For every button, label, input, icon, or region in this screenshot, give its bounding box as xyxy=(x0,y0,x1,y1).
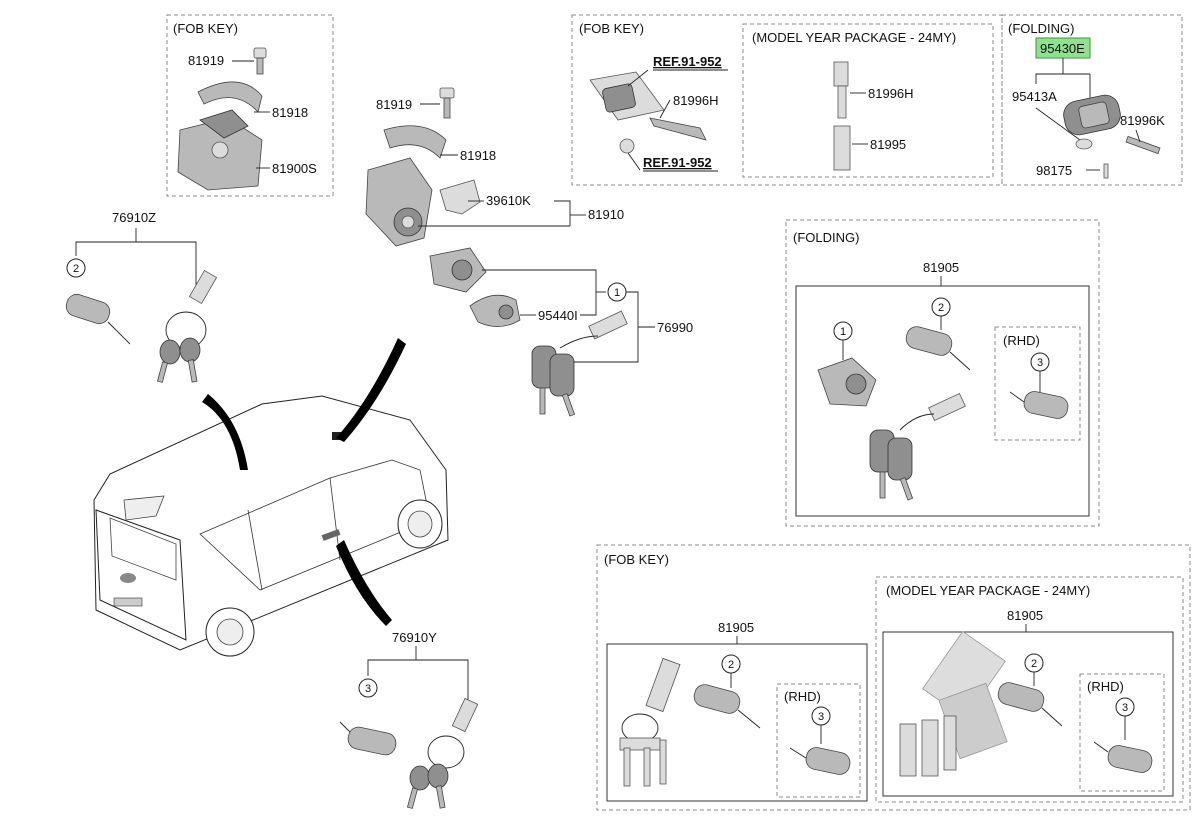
model-year-group-box-1 xyxy=(742,23,994,178)
label-81919-b: 81919 xyxy=(376,97,412,112)
key-cylinder-top xyxy=(429,247,487,293)
door-cylinder-my xyxy=(997,682,1063,727)
label-76990: 76990 xyxy=(657,320,693,335)
switch-39610K xyxy=(439,179,481,215)
rhd-cylinder-fob xyxy=(789,747,851,775)
rhd-group-box-3 xyxy=(1079,673,1165,792)
rhd-cylinder-my xyxy=(1093,741,1153,773)
fob-key-group-box-2 xyxy=(571,14,1003,186)
label-81910: 81910 xyxy=(588,207,624,222)
battery xyxy=(619,138,635,154)
folding-group-box-2 xyxy=(785,219,1100,527)
ignition-cylinder-folding xyxy=(817,357,877,407)
ref-label-a[interactable]: REF.91-952 xyxy=(653,54,722,69)
model-year-group-title-1: (MODEL YEAR PACKAGE - 24MY) xyxy=(752,30,956,45)
label-98175: 98175 xyxy=(1036,163,1072,178)
rhd-cylinder-folding xyxy=(1009,391,1069,419)
svg-text:1: 1 xyxy=(614,287,620,299)
label-76910Z: 76910Z xyxy=(112,210,156,225)
svg-text:1: 1 xyxy=(840,326,846,338)
key-set-76990 xyxy=(531,310,628,417)
key-tag-fob xyxy=(619,657,681,787)
rhd-group-box-1 xyxy=(994,326,1081,441)
label-81918-a: 81918 xyxy=(272,105,308,120)
pointer-arrow-1 xyxy=(202,394,248,470)
label-81995: 81995 xyxy=(870,137,906,152)
door-cylinder-fob xyxy=(693,684,761,729)
blade-81996H-b xyxy=(833,61,849,119)
key-set-76910Z xyxy=(156,269,218,383)
label-81905-c: 81905 xyxy=(1007,608,1043,623)
label-95440I: 95440I xyxy=(538,308,578,323)
ignition-housing-81900S xyxy=(177,109,263,191)
bracket-81918-b xyxy=(383,125,447,159)
bolt-81919-a xyxy=(253,47,267,75)
blade-81995 xyxy=(833,125,851,171)
rhd-title-1: (RHD) xyxy=(1003,333,1040,348)
bolt-81919-b xyxy=(439,87,455,119)
label-81905-a: 81905 xyxy=(923,260,959,275)
model-year-group-title-2: (MODEL YEAR PACKAGE - 24MY) xyxy=(886,583,1090,598)
rhd-title-3: (RHD) xyxy=(1087,679,1124,694)
label-95430E[interactable]: 95430E xyxy=(1040,41,1085,56)
pointer-arrow-3 xyxy=(336,540,392,626)
callout-3-left xyxy=(358,678,378,698)
label-76910Y: 76910Y xyxy=(392,630,437,645)
blade-81996H-a xyxy=(649,117,707,141)
battery-folding xyxy=(1075,138,1093,150)
svg-text:2: 2 xyxy=(938,302,944,314)
trim-ring-95440I xyxy=(469,294,521,327)
pin-98175 xyxy=(1103,163,1109,179)
svg-text:2: 2 xyxy=(728,659,734,671)
key-set-76910Y xyxy=(406,697,479,809)
callout-2-left xyxy=(66,258,86,278)
folding-81905-frame xyxy=(795,285,1090,517)
door-cylinder-folding xyxy=(905,326,971,371)
blade-81996K xyxy=(1125,135,1161,155)
door-key-cylinder-76910Y xyxy=(339,721,397,756)
fob-key-group-title-3: (FOB KEY) xyxy=(604,552,669,567)
folding-key-fob xyxy=(1063,94,1121,136)
label-95413A: 95413A xyxy=(1012,89,1057,104)
label-81905-b: 81905 xyxy=(718,620,754,635)
svg-text:3: 3 xyxy=(1037,357,1043,369)
svg-text:3: 3 xyxy=(1122,702,1128,714)
folding-group-title-1: (FOLDING) xyxy=(1008,21,1074,36)
label-81918-b: 81918 xyxy=(460,148,496,163)
label-39610K: 39610K xyxy=(486,193,531,208)
rhd-title-2: (RHD) xyxy=(784,689,821,704)
ignition-lock-81910 xyxy=(365,157,433,247)
fob-key-group-title-1: (FOB KEY) xyxy=(173,21,238,36)
label-81919-a: 81919 xyxy=(188,53,224,68)
label-81996H-a: 81996H xyxy=(673,93,719,108)
pointer-arrow-2 xyxy=(336,338,406,442)
label-81996H-b: 81996H xyxy=(868,86,914,101)
fob-key-group-title-2: (FOB KEY) xyxy=(579,21,644,36)
ref-label-b[interactable]: REF.91-952 xyxy=(643,155,712,170)
svg-text:2: 2 xyxy=(73,263,79,275)
my-81905-frame xyxy=(882,631,1174,797)
svg-text:3: 3 xyxy=(818,711,824,723)
fob-key-group-box-3 xyxy=(596,544,1191,811)
smart-key-fob xyxy=(589,71,665,121)
bracket-81918-a xyxy=(197,81,263,113)
svg-text:2: 2 xyxy=(1031,658,1037,670)
key-tags-my xyxy=(899,630,1008,777)
svg-text:3: 3 xyxy=(365,683,371,695)
vehicle-illustration xyxy=(93,395,449,657)
key-set-folding xyxy=(869,392,966,501)
label-81996K: 81996K xyxy=(1120,113,1165,128)
door-key-cylinder-76910Z xyxy=(65,293,131,345)
fob-key-group-box-1 xyxy=(166,14,334,197)
folding-group-title-2: (FOLDING) xyxy=(793,230,859,245)
label-81900S: 81900S xyxy=(272,161,317,176)
